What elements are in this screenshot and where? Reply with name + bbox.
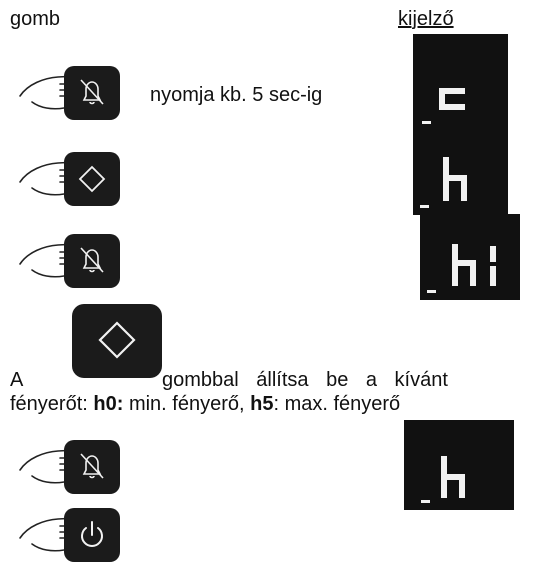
up-down-diamond-icon: [98, 321, 136, 359]
bell-icon: [80, 247, 104, 273]
display-h: [413, 127, 508, 215]
paragraph-a: A: [10, 369, 24, 391]
bell-icon: [80, 453, 104, 479]
min-brightness-text: min. fényerő,: [123, 393, 251, 415]
display-char-h: [452, 244, 476, 286]
paragraph-line1-rest: gombbal állítsa be a kívánt: [162, 369, 448, 391]
bell-icon: [80, 79, 104, 105]
display-h1: [420, 214, 520, 300]
brightness-label: fényerőt:: [10, 393, 94, 415]
menu-indicator: [427, 290, 436, 293]
h5-code: h5: [250, 393, 274, 415]
display-c: [413, 34, 508, 130]
hand-up-down-button-step2[interactable]: [18, 152, 123, 206]
menu-indicator: [421, 500, 430, 503]
display-char-1-top: [490, 246, 496, 262]
display-char-h: [441, 456, 465, 498]
hand-power-button-step5[interactable]: [18, 508, 123, 562]
header-display-column-label: kijelző: [398, 8, 454, 30]
power-icon: [81, 521, 103, 547]
display-char-1-bottom: [490, 266, 496, 286]
max-brightness-text: : max. fényerő: [273, 393, 401, 415]
instruction-line-1: A gombbal állítsa be a kívánt: [10, 368, 520, 392]
display-char-c: [439, 88, 465, 110]
header-button-column-label: gomb: [10, 8, 61, 30]
hand-bell-button-step1[interactable]: [18, 66, 123, 120]
h0-code: h0:: [93, 393, 124, 415]
display-h-final: [404, 420, 514, 510]
display-char-h: [443, 157, 467, 201]
press-instruction: nyomja kb. 5 sec-ig: [150, 84, 323, 106]
hand-bell-button-step4[interactable]: [18, 440, 123, 494]
up-down-diamond-icon: [78, 165, 106, 193]
up-down-button[interactable]: [64, 152, 120, 206]
menu-indicator: [420, 205, 429, 208]
menu-indicator: [422, 121, 431, 124]
up-down-button-large[interactable]: [72, 304, 162, 378]
hand-bell-button-step3[interactable]: [18, 234, 123, 288]
instruction-line-2: fényerőt: h0: min. fényerő, h5: max. fén…: [10, 392, 520, 416]
